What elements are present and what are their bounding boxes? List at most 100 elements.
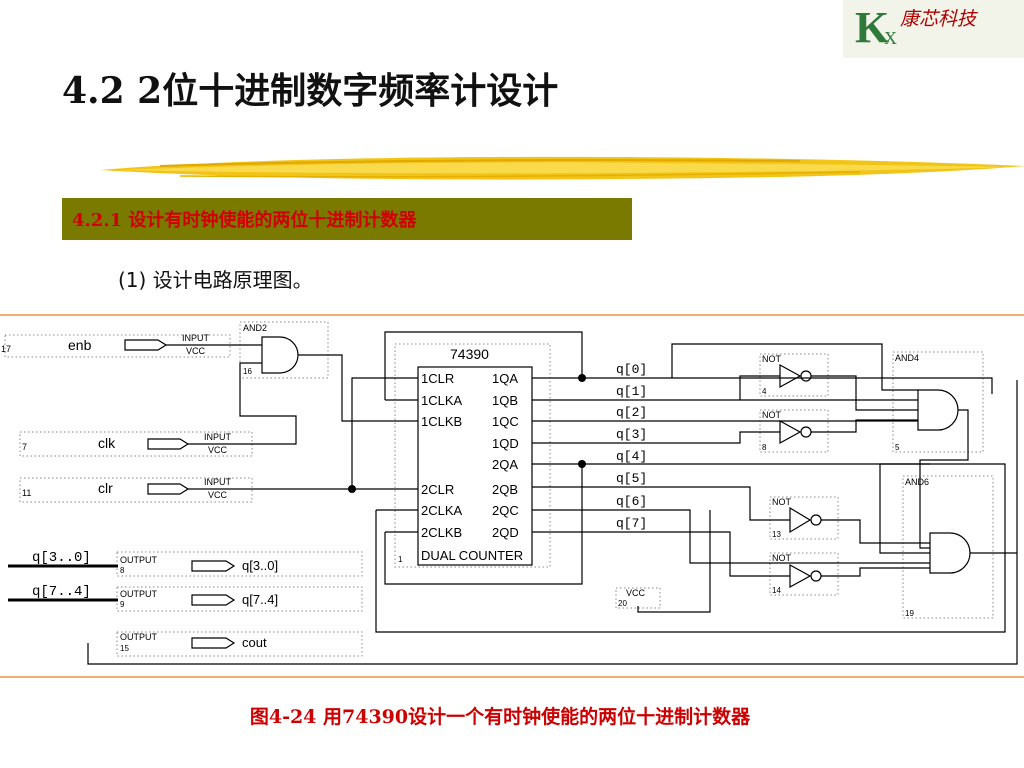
not-box-4 bbox=[769, 552, 839, 596]
output-name: q[3..0] bbox=[242, 558, 278, 573]
not-pin: 8 bbox=[762, 443, 767, 452]
output-pin-number: 9 bbox=[120, 600, 125, 609]
vcc-type: VCC bbox=[626, 588, 646, 598]
output-name: cout bbox=[242, 635, 267, 650]
and4-type: AND4 bbox=[895, 353, 919, 363]
input-pin-number: 11 bbox=[22, 488, 31, 498]
and2-pin: 16 bbox=[243, 367, 252, 376]
brush-stroke-divider bbox=[100, 156, 1024, 180]
wire-vcc bbox=[637, 510, 711, 613]
circuit-schematic: 17 enb INPUT VCC 7 clk INPUT VCC 11 clr … bbox=[1, 321, 1018, 665]
and2-gate bbox=[261, 336, 299, 374]
not-type: NOT bbox=[762, 354, 782, 364]
input-tag: INPUT bbox=[204, 432, 232, 442]
and6-type: AND6 bbox=[905, 477, 929, 487]
chip-right-pin: 1QB bbox=[492, 393, 518, 408]
and4-box bbox=[892, 351, 984, 453]
schematic-bottom-border bbox=[0, 676, 1024, 678]
output-pin-number: 15 bbox=[120, 644, 129, 653]
input-vcc: VCC bbox=[208, 490, 228, 500]
q-label: q[4] bbox=[616, 449, 647, 464]
chip-left-pin: 2CLKA bbox=[421, 503, 463, 518]
chip-right-pin: 2QB bbox=[492, 482, 518, 497]
output-tag: OUTPUT bbox=[120, 632, 158, 642]
chip-label: DUAL COUNTER bbox=[421, 548, 523, 563]
and2-type: AND2 bbox=[243, 323, 267, 333]
chip-box bbox=[394, 343, 551, 568]
q-label: q[5] bbox=[616, 471, 647, 486]
input-pin-clk bbox=[147, 438, 190, 450]
chip-left-pin: 1CLKB bbox=[421, 414, 462, 429]
schematic-top-border bbox=[0, 314, 1024, 316]
q-label: q[0] bbox=[616, 362, 647, 377]
figure-caption: 图4-24 用74390设计一个有时钟使能的两位十进制计数器 bbox=[249, 706, 751, 728]
logo-letter: K bbox=[855, 3, 890, 52]
q-label: q[2] bbox=[616, 405, 647, 420]
wire-q3 bbox=[532, 431, 780, 444]
q-label: q[6] bbox=[616, 494, 647, 509]
wire-q7 bbox=[532, 531, 790, 577]
not-bubble-3 bbox=[810, 514, 822, 526]
chip-right-pin: 1QA bbox=[492, 371, 518, 386]
input-name: clk bbox=[98, 435, 116, 451]
q-label: q[7] bbox=[616, 516, 647, 531]
wire-and2-out bbox=[298, 354, 418, 422]
chip-right-pin: 2QC bbox=[492, 503, 519, 518]
logo-background bbox=[843, 0, 1024, 58]
not-bubble-2 bbox=[800, 426, 812, 438]
chip-left-pin: 1CLKA bbox=[421, 393, 463, 408]
section-header: 4.2.1 设计有时钟使能的两位十进制计数器 bbox=[62, 198, 632, 240]
slide-title: 4.2 2位十进制数字频率计设计 bbox=[62, 70, 559, 112]
not-gate-2 bbox=[779, 419, 802, 445]
input-vcc: VCC bbox=[186, 346, 206, 356]
input-box-enb bbox=[4, 334, 231, 358]
section-title: 4.2.1 设计有时钟使能的两位十进制计数器 bbox=[72, 210, 417, 231]
input-name: enb bbox=[68, 337, 92, 353]
not-gate-1 bbox=[779, 363, 802, 389]
wire-and4-and6 bbox=[919, 409, 969, 549]
not-box-1 bbox=[759, 353, 829, 397]
junction-dot bbox=[578, 460, 586, 468]
input-name: clr bbox=[98, 480, 113, 496]
output-box-cout bbox=[116, 631, 363, 657]
wire-q5 bbox=[532, 486, 790, 521]
wire-cout-loop bbox=[375, 463, 1006, 633]
chip-right-pin: 1QD bbox=[492, 436, 519, 451]
input-tag: INPUT bbox=[182, 333, 210, 343]
chip-left-pin: 1CLR bbox=[421, 371, 454, 386]
output-pin-q74 bbox=[191, 594, 236, 606]
chip-part: 74390 bbox=[450, 346, 489, 362]
output-tag: OUTPUT bbox=[120, 555, 158, 565]
and6-gate bbox=[929, 532, 971, 574]
output-box-q30 bbox=[116, 551, 363, 577]
output-name: q[7..4] bbox=[242, 592, 278, 607]
input-pin-number: 17 bbox=[1, 344, 11, 354]
logo-name: 康芯科技 bbox=[900, 8, 977, 30]
input-pin-clr bbox=[147, 483, 190, 495]
bus-label: q[3..0] bbox=[32, 550, 91, 566]
wire-q0 bbox=[532, 377, 993, 394]
wire-1clka bbox=[384, 331, 583, 401]
chip-right-pin: 1QC bbox=[492, 414, 519, 429]
output-box-q74 bbox=[116, 586, 363, 612]
output-pin-cout bbox=[191, 637, 236, 649]
chip-left-pin: 2CLKB bbox=[421, 525, 462, 540]
wire-clk bbox=[188, 362, 297, 445]
wire-not3-and6 bbox=[821, 519, 930, 544]
chip-left-pin: 2CLR bbox=[421, 482, 454, 497]
junction-dot bbox=[348, 485, 356, 493]
and4-gate bbox=[917, 389, 959, 431]
wire-q1-not bbox=[739, 375, 780, 400]
input-pin-enb bbox=[124, 339, 168, 351]
chip-body bbox=[417, 366, 533, 566]
wire-2clkb bbox=[384, 464, 583, 585]
step-text: (1) 设计电路原理图。 bbox=[118, 268, 313, 292]
not-pin: 14 bbox=[772, 586, 781, 595]
not-gate-3 bbox=[789, 506, 812, 534]
not-type: NOT bbox=[762, 410, 782, 420]
and6-pin: 19 bbox=[905, 609, 914, 618]
vcc-pin: 20 bbox=[618, 599, 627, 608]
wire-not1-and4 bbox=[811, 375, 918, 411]
wire-clr-1clr bbox=[351, 377, 418, 489]
and4-pin: 5 bbox=[895, 443, 900, 452]
